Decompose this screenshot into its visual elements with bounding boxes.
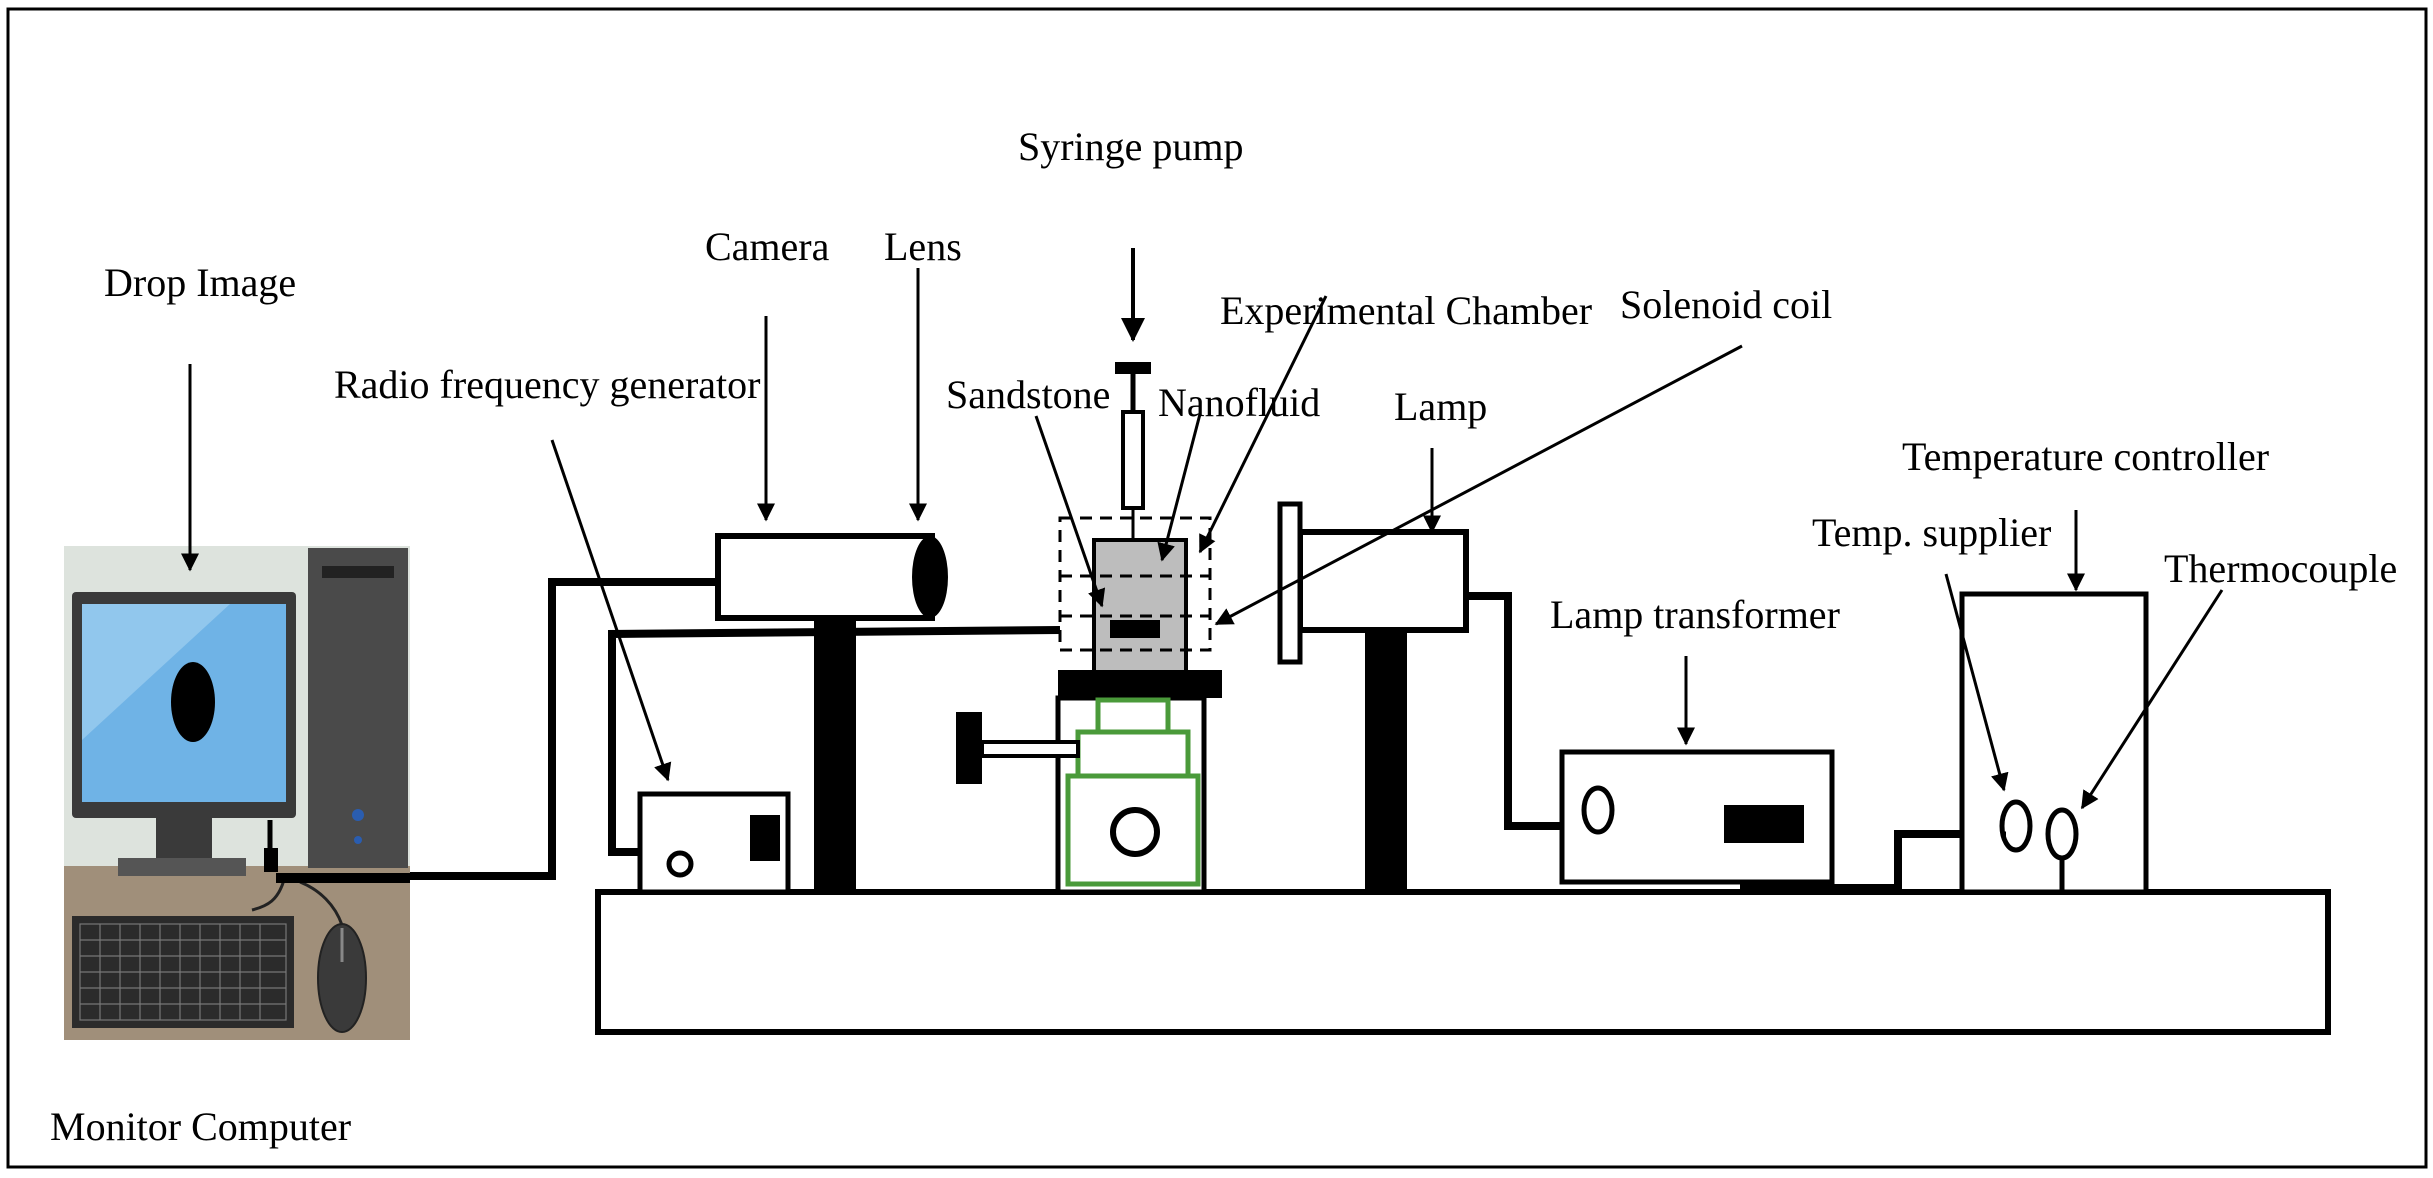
- temp-supplier-port-icon: [1999, 799, 2033, 853]
- syringe-plunger-cap: [1115, 362, 1151, 374]
- rf-knob-icon: [666, 850, 694, 878]
- experimental-chamber: [956, 516, 1222, 895]
- label-temperature-controller: Temperature controller: [1902, 434, 2269, 479]
- label-drop-image: Drop Image: [104, 260, 296, 305]
- lamp-transformer: [1559, 749, 1835, 885]
- adjust-handle-knob: [956, 712, 982, 784]
- label-lamp: Lamp: [1394, 384, 1487, 429]
- chamber-stand: [1055, 695, 1207, 895]
- transformer-display: [1724, 805, 1804, 843]
- monitor-base: [118, 858, 246, 876]
- label-experimental-chamber: Experimental Chamber: [1220, 288, 1592, 333]
- label-temp-supplier: Temp. supplier: [1812, 510, 2051, 555]
- outer-frame: [6, 7, 2428, 1169]
- transformer-knob-icon: [1581, 785, 1615, 835]
- label-camera: Camera: [705, 224, 830, 269]
- chamber-table: [1058, 670, 1222, 698]
- base-bench: [595, 889, 2331, 1035]
- lamp-body: [1297, 529, 1469, 633]
- rf-display: [750, 815, 780, 861]
- monitor-neck: [156, 818, 212, 858]
- thermocouple-port-icon: [2045, 807, 2079, 861]
- transformer-bench-cable: [1740, 830, 2006, 892]
- lamp-front: [1277, 501, 1303, 665]
- lamp-post: [1365, 630, 1407, 892]
- syringe-pump: [1115, 248, 1151, 610]
- label-nanofluid: Nanofluid: [1158, 380, 1320, 425]
- stand-base-box: [1065, 773, 1201, 887]
- keyboard-keys: [79, 923, 287, 1021]
- lamp-transformer-cable: [1468, 592, 1562, 830]
- chamber-cell: [1092, 538, 1188, 674]
- stand-knob-icon: [1110, 807, 1160, 857]
- label-monitor-computer: Monitor Computer: [50, 1104, 351, 1149]
- syringe-barrel: [1121, 410, 1145, 510]
- label-solenoid-coil: Solenoid coil: [1620, 282, 1832, 327]
- sandstone-sample: [1110, 620, 1160, 638]
- label-sandstone: Sandstone: [946, 372, 1110, 417]
- pointer-arrows: [181, 268, 2224, 810]
- label-lamp-transformer: Lamp transformer: [1550, 592, 1840, 637]
- lamp: [1277, 501, 1469, 892]
- camera-post: [814, 616, 856, 892]
- labels: Syringe pump Camera Lens Drop Image Expe…: [50, 124, 2397, 1149]
- label-thermocouple: Thermocouple: [2164, 546, 2397, 591]
- drop-image-icon: [171, 662, 215, 742]
- camera-body: [715, 533, 935, 621]
- radio-frequency-generator: [637, 791, 791, 895]
- power-button-icon: [352, 809, 364, 821]
- label-syringe-pump: Syringe pump: [1018, 124, 1244, 169]
- monitor-computer: [64, 546, 410, 1040]
- screen-highlight: [82, 604, 230, 740]
- camera-assembly: [715, 533, 948, 892]
- label-lens: Lens: [884, 224, 962, 269]
- tower-button-icon: [354, 836, 362, 844]
- adjust-handle-rod: [980, 740, 1080, 758]
- temperature-controller: [1959, 591, 2149, 895]
- cable-plug: [264, 848, 278, 872]
- tower-drive: [322, 566, 394, 578]
- computer-camera-cable: [410, 578, 718, 880]
- lens-icon: [912, 536, 948, 618]
- label-radio-frequency-generator: Radio frequency generator: [334, 362, 760, 407]
